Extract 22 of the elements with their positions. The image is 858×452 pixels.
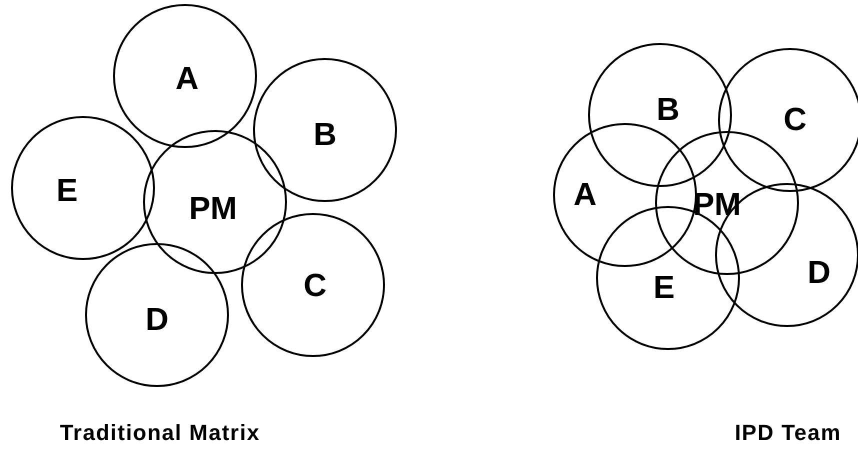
circle-label: D xyxy=(145,301,169,337)
circle-label: B xyxy=(313,116,337,152)
circle-label: D xyxy=(807,254,831,290)
circle xyxy=(85,243,229,387)
circle-label: A xyxy=(573,176,597,212)
circle-label: PM xyxy=(189,190,237,226)
circle-label: B xyxy=(656,91,680,127)
circle-label: E xyxy=(56,172,78,208)
circle xyxy=(253,58,397,202)
diagram-caption: IPD Team xyxy=(734,420,842,446)
circle xyxy=(143,130,287,274)
circle-label: C xyxy=(303,267,327,303)
circle-label: E xyxy=(653,269,675,305)
circle xyxy=(11,116,155,260)
diagram-caption: Traditional Matrix xyxy=(60,420,260,446)
circle xyxy=(241,213,385,357)
circle xyxy=(113,4,257,148)
circle xyxy=(553,123,697,267)
circle-label: A xyxy=(175,60,199,96)
circle xyxy=(655,131,799,275)
circle xyxy=(718,48,858,192)
circle-label: C xyxy=(783,101,807,137)
